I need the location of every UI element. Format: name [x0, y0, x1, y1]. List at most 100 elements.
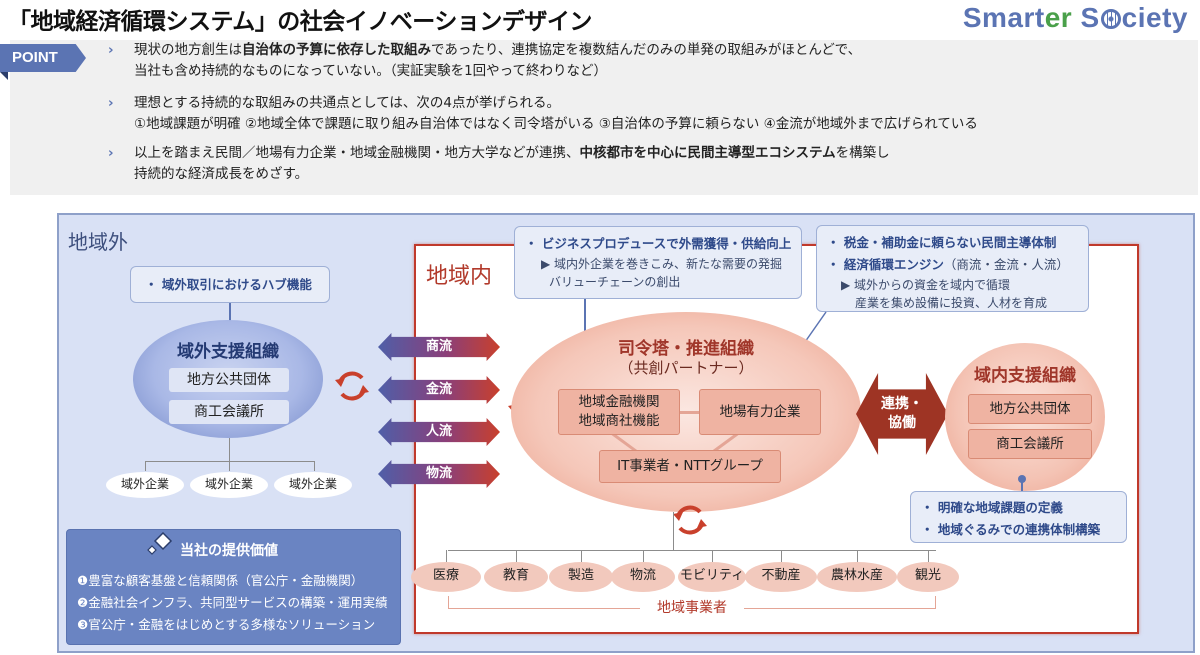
tree-line [446, 550, 447, 562]
local-business: 医療 [411, 562, 481, 592]
bold-segment: 外需獲得・供給向上 [678, 236, 792, 251]
tree-line [673, 512, 674, 550]
flow-arrow-money: 金流 [378, 376, 500, 404]
inside-org-title: 域内支援組織 [974, 366, 1076, 386]
callout-sub: 産業を集め設備に投資、人材を育成 [855, 296, 1048, 310]
text-segment: 以上を踏まえ民間／地場有力企業・地域金融機関・地方大学などが連携、 [134, 145, 580, 161]
hq-org-subtitle: （共創パートナー） [618, 359, 754, 377]
bullet-3-line-1: 以上を踏まえ民間／地場有力企業・地域金融機関・地方大学などが連携、中核都市を中心… [134, 143, 890, 164]
bullet-2-line-2: ①地域課題が明確 ②地域全体で課題に取り組み自治体ではなく司令塔がいる ③自治体… [134, 116, 978, 132]
tree-line [857, 550, 858, 562]
text-segment: であったり、連携協定を複数結んだのみの単発の取組みがほとんどで、 [431, 42, 862, 58]
bold-segment: 中核都市を中心に民間主導型エコシステム [579, 145, 836, 161]
local-business-label: 地域事業者 [640, 597, 744, 617]
collab-text: 連携・ [881, 396, 923, 412]
local-business: モビリティ [678, 562, 746, 592]
outside-company: 域外企業 [106, 472, 184, 498]
text-segment: 現状の地方創生は [134, 42, 242, 58]
cycle-icon [673, 505, 707, 535]
globe-icon [1100, 9, 1121, 29]
tree-line [314, 461, 315, 471]
cycle-icon [335, 371, 369, 401]
callout-line: ・ 明確な地域課題の定義 [921, 500, 1063, 515]
tree-line [145, 461, 146, 471]
collab-text: 協働 [888, 415, 916, 431]
flow-arrow-people: 人流 [378, 418, 500, 446]
chevron-right-icon: › [108, 42, 114, 58]
connector-dot [1018, 475, 1026, 483]
point-panel [10, 40, 1198, 195]
point-bullet-3: › 以上を踏まえ民間／地場有力企業・地域金融機関・地方大学などが連携、中核都市を… [108, 143, 890, 185]
outside-hub-callout: ・ 域外取引におけるハブ機能 [130, 266, 330, 303]
business-produce-callout: ・ ビジネスプロデュースで外需獲得・供給向上 ▶ 域内外企業を巻きこみ、新たな需… [514, 226, 802, 299]
tree-line [516, 550, 517, 562]
inside-org-box: 商工会議所 [968, 429, 1092, 459]
brand-text-4: ciety [1121, 2, 1188, 33]
callout-sub: ▶ 域外からの資金を域内で循環 [841, 278, 1011, 292]
bullet-3-line-2: 持続的な経済成長をめざす。 [134, 166, 309, 182]
tree-line [581, 550, 582, 562]
text-segment: を構築し [835, 145, 890, 161]
hq-org-title: 司令塔・推進組織 [618, 339, 754, 359]
local-business: 教育 [484, 562, 548, 592]
outside-region-label: 地域外 [68, 230, 128, 254]
point-badge-fold [0, 72, 8, 80]
page-title: 「地域経済循環システム」の社会イノベーションデザイン [8, 9, 592, 35]
callout-line: ・ 地域ぐるみでの連携体制構築 [921, 522, 1101, 537]
inside-org-box: 地方公共団体 [968, 394, 1092, 424]
tree-line [229, 461, 230, 471]
economic-engine-callout: ・ 税金・補助金に頼らない民間主導体制 ・ 経済循環エンジン（商流・金流・人流）… [816, 225, 1089, 312]
outside-org-box: 商工会議所 [169, 400, 289, 424]
value-item: ❶豊富な顧客基盤と信頼関係（官公庁・金融機関） [77, 573, 364, 588]
box-line: 地域商社機能 [578, 413, 660, 429]
local-business: 物流 [611, 562, 675, 592]
callout-text: ・ 域外取引におけるハブ機能 [145, 277, 312, 292]
local-business: 不動産 [745, 562, 817, 592]
tree-line [928, 550, 929, 562]
value-item: ❸官公庁・金融をはじめとする多様なソリューション [77, 617, 376, 632]
local-business: 製造 [549, 562, 613, 592]
text-segment: （商流・金流・人流） [943, 257, 1069, 272]
callout-title: ・ ビジネスプロデュースで外需獲得・供給向上 [525, 233, 801, 252]
tree-line [712, 550, 713, 562]
flow-arrow-commerce: 商流 [378, 333, 500, 361]
brand-text-2: er [1044, 2, 1073, 33]
outside-org-title: 域外支援組織 [177, 342, 279, 362]
company-value-panel: 当社の提供価値 ❶豊富な顧客基盤と信頼関係（官公庁・金融機関） ❷金融社会インフ… [66, 529, 401, 645]
tree-line [145, 461, 315, 462]
outside-org-box: 地方公共団体 [169, 368, 289, 392]
tree-line [781, 550, 782, 562]
inside-region-label: 地域内 [426, 264, 493, 289]
value-panel-title: 当社の提供価値 [180, 543, 278, 559]
tree-line [448, 550, 936, 551]
callout-line: ・ 経済循環エンジン（商流・金流・人流） [827, 254, 1088, 273]
connector-line [680, 411, 700, 414]
callout-line: ・ 税金・補助金に頼らない民間主導体制 [827, 235, 1057, 250]
diamond-icon [147, 532, 173, 555]
chevron-right-icon: › [108, 145, 114, 161]
bracket-line [448, 596, 449, 609]
callout-sub: バリューチェーンの創出 [549, 275, 681, 289]
outside-company: 域外企業 [274, 472, 352, 498]
connector-line [229, 303, 231, 325]
flow-arrow-goods: 物流 [378, 460, 500, 488]
point-bullet-1: › 現状の地方創生は自治体の予算に依存した取組みであったり、連携協定を複数結んだ… [108, 40, 861, 82]
connector-line [1021, 480, 1023, 492]
local-business: 観光 [897, 562, 959, 592]
bracket-line [935, 596, 936, 609]
local-business: 農林水産 [817, 562, 897, 592]
bold-segment: ・ 経済循環エンジン [827, 257, 944, 272]
tree-line [229, 438, 230, 462]
chevron-right-icon: › [108, 95, 114, 111]
brand-text-3: S [1072, 2, 1100, 33]
brand-text-1: Smart [962, 2, 1045, 33]
bold-segment: 自治体の予算に依存した取組み [242, 42, 431, 58]
bullet-1-line-2: 当社も含め持続的なものになっていない。（実証実験を1回やって終わりなど） [134, 63, 607, 79]
box-line: 地域金融機関 [578, 394, 660, 410]
callout-sub: ▶ 域内外企業を巻きこみ、新たな需要の発掘 [541, 257, 783, 271]
hq-finance-box: 地域金融機関 地域商社機能 [558, 389, 680, 435]
inside-org-callout: ・ 明確な地域課題の定義 ・ 地域ぐるみでの連携体制構築 [910, 491, 1127, 543]
outside-company: 域外企業 [190, 472, 268, 498]
text-segment: ・ ビジネスプロデュースで [525, 236, 679, 251]
